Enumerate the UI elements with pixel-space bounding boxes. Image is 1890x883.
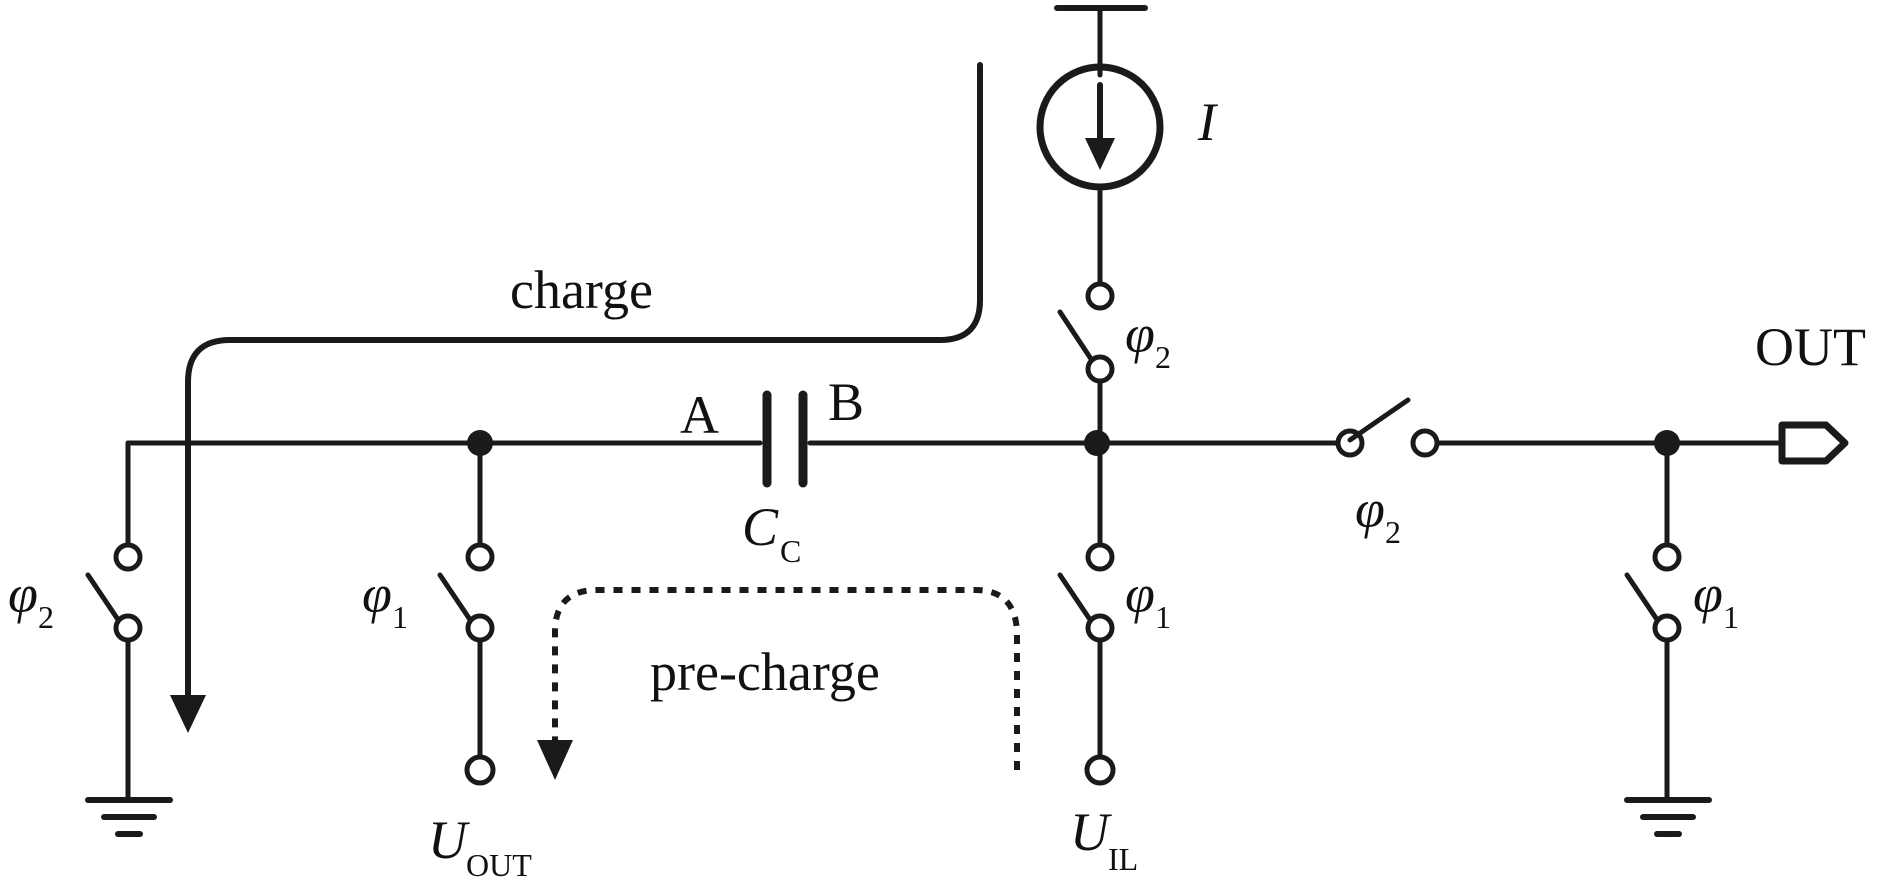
node-b-junction: [1084, 430, 1110, 456]
uil-terminal: [1084, 754, 1116, 786]
charge-label: charge: [510, 260, 653, 320]
right-switch-bottom-terminal: [1652, 613, 1682, 643]
pre-charge-path-line: [552, 587, 1020, 770]
right-switch-top-terminal: [1652, 542, 1682, 572]
out-label: OUT: [1755, 317, 1866, 377]
left-ground-branch: [85, 440, 173, 837]
capacitor-subscript: C: [780, 533, 801, 569]
phi-symbol: φ: [8, 564, 38, 624]
uil-switch-top-terminal: [1085, 542, 1115, 572]
current-source-label: I: [1197, 92, 1219, 152]
uout-label: U OUT: [428, 810, 532, 883]
uout-switch-top-terminal: [465, 542, 495, 572]
phi-symbol: φ: [1355, 479, 1385, 539]
uil-label: U IL: [1070, 802, 1138, 877]
phi1-label-uout: φ 1: [362, 564, 408, 635]
uil-subscript: IL: [1108, 841, 1138, 877]
phi-subscript: 2: [1155, 339, 1171, 375]
phi-subscript: 2: [38, 599, 54, 635]
current-arrow-head: [1085, 138, 1115, 170]
u-symbol: U: [428, 810, 470, 870]
top-switch-top-terminal: [1085, 281, 1115, 311]
phi-subscript: 1: [1155, 599, 1171, 635]
node-a-label: A: [680, 385, 719, 445]
uil-switch-bottom-terminal: [1085, 613, 1115, 643]
charge-path-line: [185, 62, 983, 703]
series-switch: [1335, 397, 1440, 458]
phi2-label-top: φ 2: [1125, 304, 1171, 375]
pre-charge-arrow-head: [537, 740, 573, 780]
phi2-label-series: φ 2: [1355, 479, 1401, 550]
uout-switch-bottom-terminal: [465, 613, 495, 643]
u-symbol: U: [1070, 802, 1112, 862]
charge-arrow-head: [170, 695, 206, 733]
phi-subscript: 1: [1723, 599, 1739, 635]
phi-subscript: 2: [1385, 514, 1401, 550]
top-switch-bottom-terminal: [1085, 354, 1115, 384]
ground-icon: [1624, 797, 1712, 837]
capacitor-label: C C: [742, 497, 801, 569]
right-ground-branch: [1624, 440, 1712, 837]
phi-subscript: 1: [392, 599, 408, 635]
pre-charge-label: pre-charge: [650, 642, 880, 702]
node-b-label: B: [828, 372, 864, 432]
capacitor-cc: [762, 390, 808, 488]
out-port-icon: [1778, 421, 1849, 465]
phi-symbol: φ: [362, 564, 392, 624]
phi-symbol: φ: [1125, 304, 1155, 364]
phi-symbol: φ: [1693, 564, 1723, 624]
left-switch-top-terminal: [113, 542, 143, 572]
series-switch-blade: [1347, 397, 1411, 443]
phi1-label-right: φ 1: [1693, 564, 1739, 635]
uout-branch: [437, 440, 496, 786]
series-switch-right-terminal: [1410, 428, 1440, 458]
uout-subscript: OUT: [466, 847, 532, 883]
current-source-branch: [1036, 5, 1164, 786]
left-switch-bottom-terminal: [113, 613, 143, 643]
uout-terminal: [464, 754, 496, 786]
phi2-label-left: φ 2: [8, 564, 54, 635]
phi-symbol: φ: [1125, 564, 1155, 624]
phi1-label-uil: φ 1: [1125, 564, 1171, 635]
ground-icon: [85, 797, 173, 837]
capacitor-symbol: C: [742, 497, 779, 557]
